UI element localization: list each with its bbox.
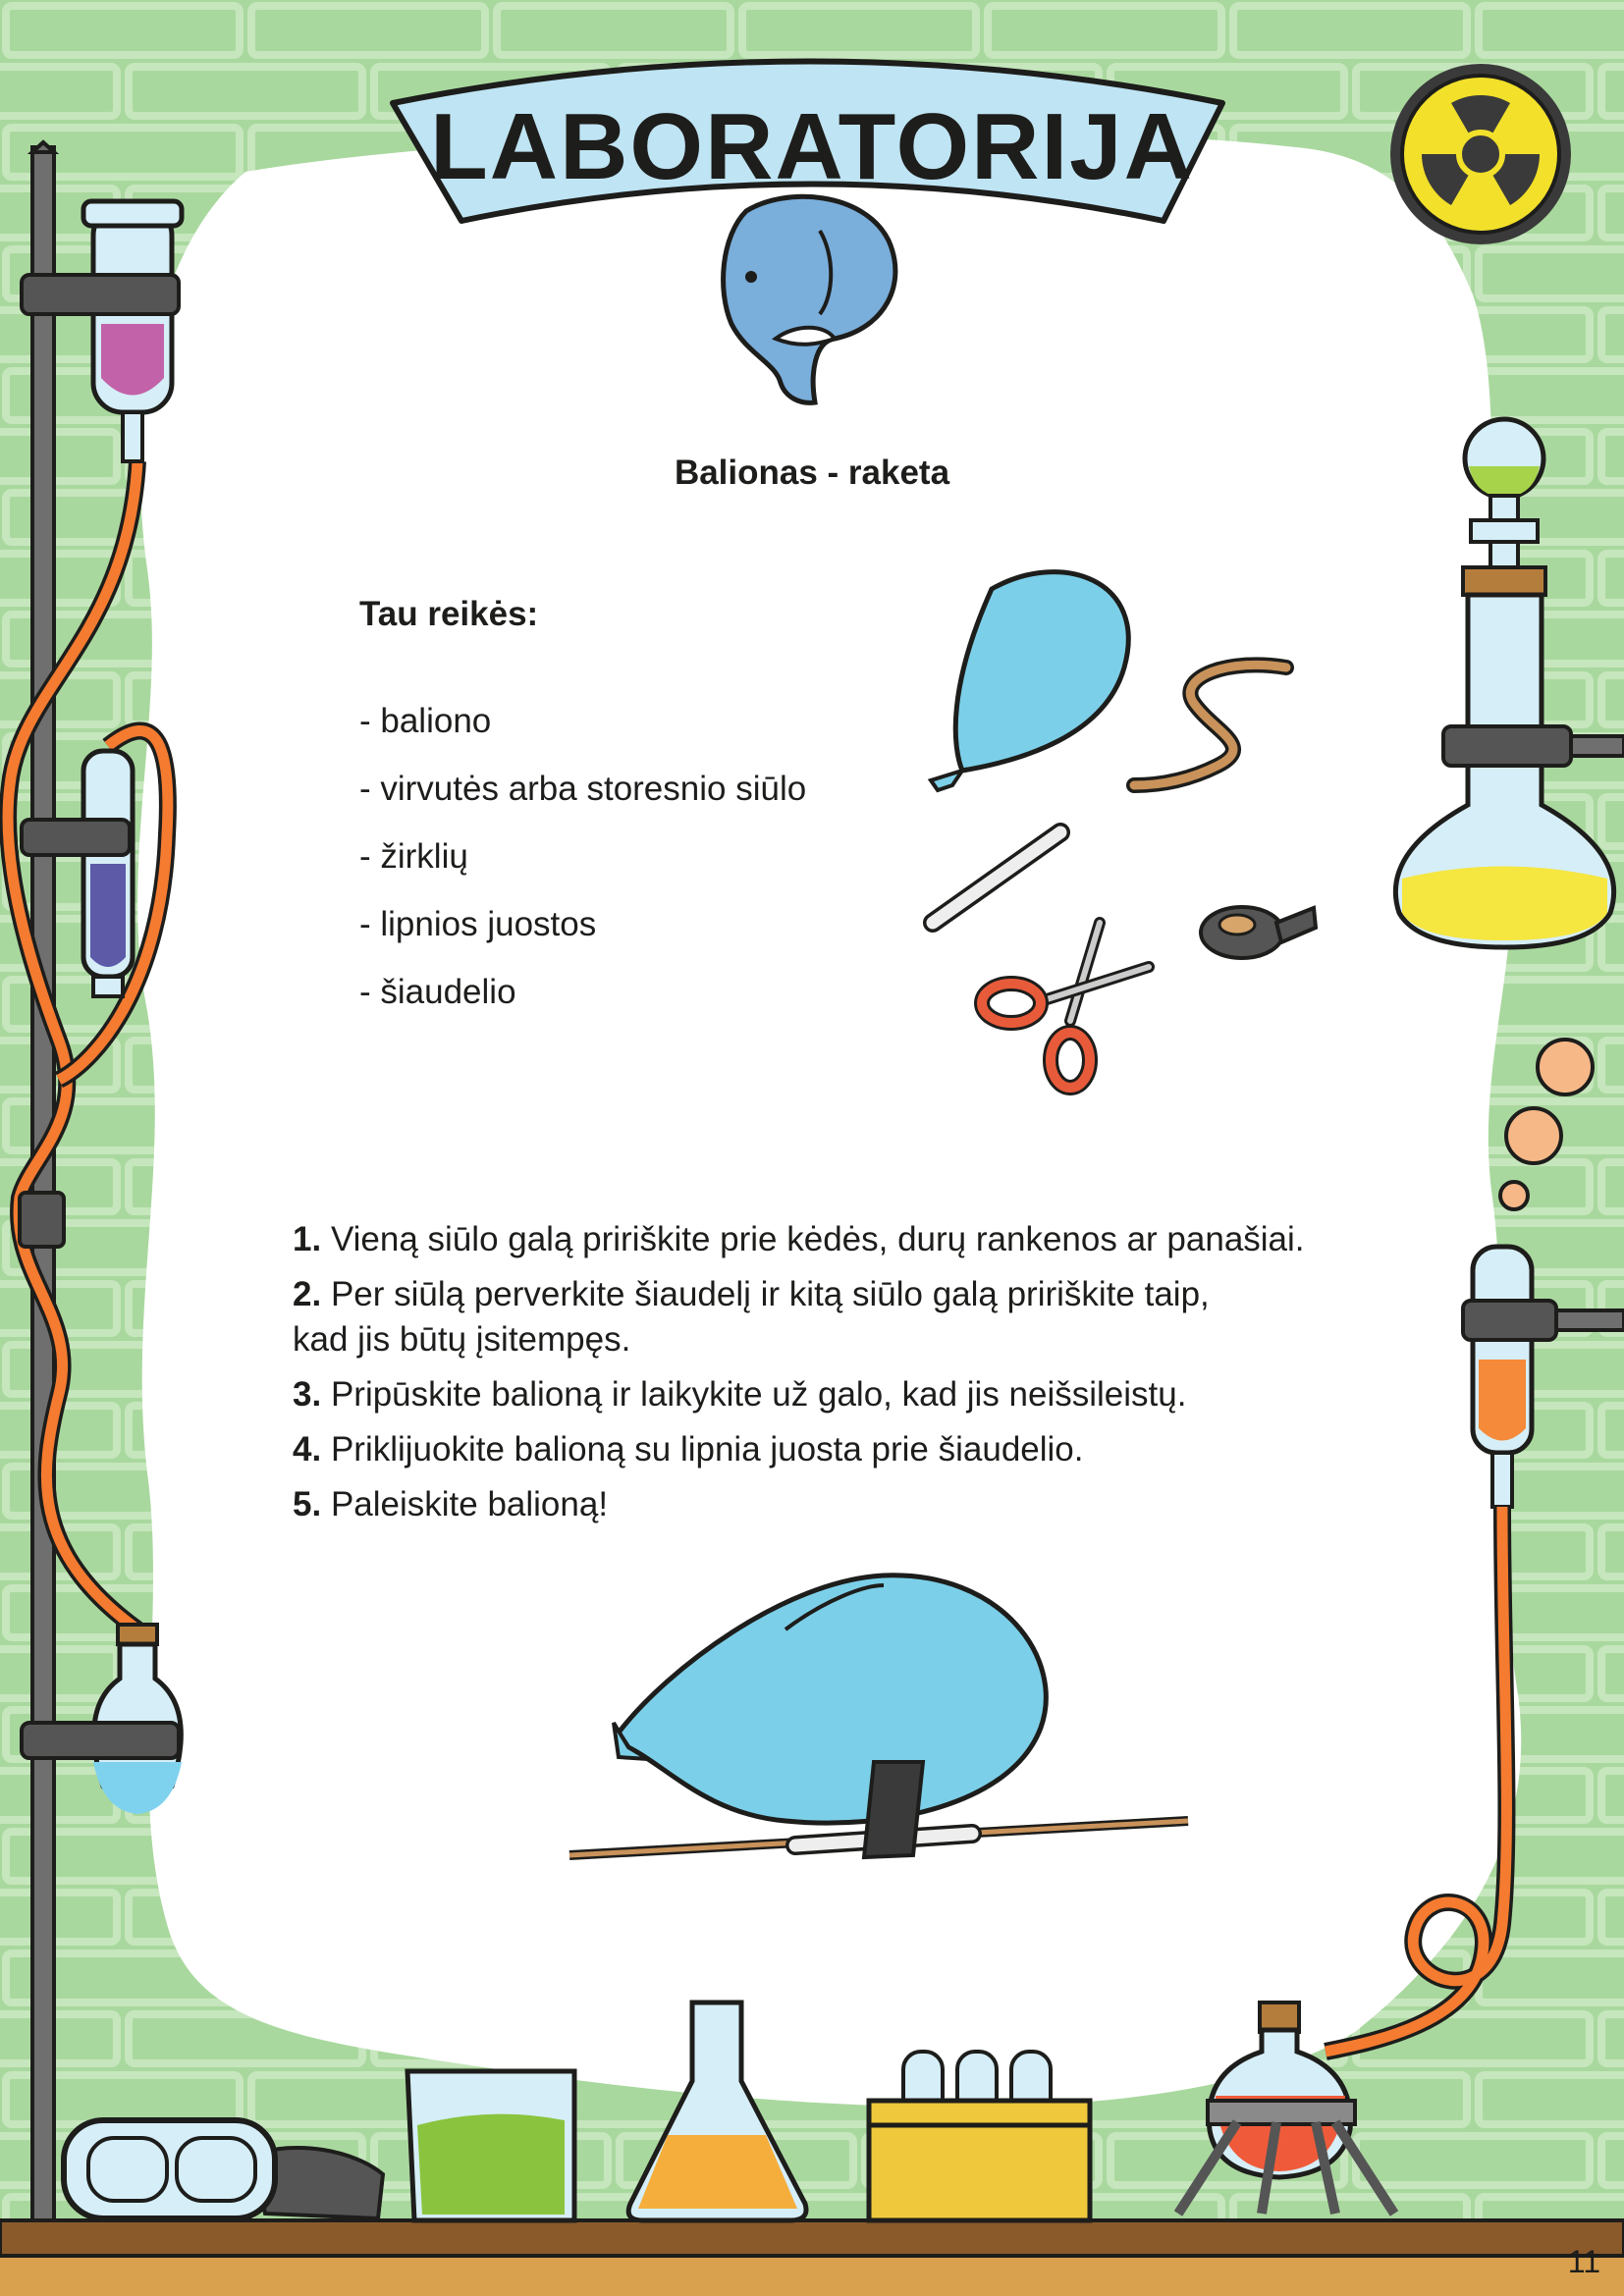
flask-icon bbox=[1392, 416, 1624, 950]
scissors-icon bbox=[974, 917, 1155, 1095]
list-item: - virvutės arba storesnio siūlo bbox=[359, 770, 807, 808]
content-panel bbox=[137, 130, 1522, 2108]
test-tube-icon bbox=[20, 748, 135, 998]
step-number: 2. bbox=[293, 1275, 322, 1313]
step-number: 1. bbox=[293, 1220, 322, 1258]
list-item: - lipnios juostos bbox=[359, 905, 597, 943]
bubbles bbox=[1498, 1038, 1595, 1211]
balloon-icon bbox=[927, 569, 1131, 793]
list-item: - žirklių bbox=[359, 837, 468, 876]
flask-icon bbox=[625, 2000, 809, 2223]
step-text: Paleiskite balioną! bbox=[330, 1485, 609, 1523]
step-item: 2. Per siūlą perverkite šiaudelį ir kitą… bbox=[293, 1272, 1255, 1362]
beaker-icon bbox=[405, 2068, 577, 2223]
step-number: 3. bbox=[293, 1375, 322, 1414]
radiation-icon bbox=[1390, 64, 1571, 244]
step-item: 1. Vieną siūlo galą pririškite prie kėdė… bbox=[293, 1217, 1392, 1262]
step-item: 4. Priklijuokite balioną su lipnia juost… bbox=[293, 1427, 1392, 1472]
burette-icon bbox=[1461, 1244, 1624, 1509]
list-item: - šiaudelio bbox=[359, 973, 516, 1011]
page-number: 11 bbox=[1567, 2244, 1600, 2279]
test-tubes-icon bbox=[866, 2050, 1093, 2223]
needs-label: Tau reikės: bbox=[359, 595, 539, 633]
burette-icon bbox=[20, 198, 185, 463]
elephant-balloon-icon bbox=[721, 193, 898, 405]
balloon-rocket-illustration bbox=[568, 1573, 1189, 1860]
step-item: 5. Paleiskite balioną! bbox=[293, 1482, 1392, 1527]
flask-icon bbox=[20, 1623, 184, 1814]
materials-list: - baliono - virvutės arba storesnio siūl… bbox=[359, 699, 806, 1038]
step-text: Priklijuokite balioną su lipnia juosta p… bbox=[330, 1430, 1084, 1468]
burner-flask-icon bbox=[1173, 2001, 1399, 2216]
steps-list: 1. Vieną siūlo galą pririškite prie kėdė… bbox=[293, 1217, 1392, 1537]
tape-icon bbox=[1199, 905, 1319, 960]
step-number: 5. bbox=[293, 1485, 322, 1523]
page-title: LABORATORIJA bbox=[430, 94, 1194, 199]
goggles-icon bbox=[61, 2117, 386, 2221]
step-text: Pripūskite balioną ir laikykite už galo,… bbox=[330, 1375, 1187, 1414]
step-text: Per siūlą perverkite šiaudelį ir kitą si… bbox=[293, 1275, 1210, 1359]
step-text: Vieną siūlo galą pririškite prie kėdės, … bbox=[330, 1220, 1305, 1258]
list-item: - baliono bbox=[359, 702, 492, 740]
step-item: 3. Pripūskite balioną ir laikykite už ga… bbox=[293, 1372, 1392, 1417]
step-number: 4. bbox=[293, 1430, 322, 1468]
straw-icon bbox=[923, 823, 1070, 933]
activity-title: Balionas - raketa bbox=[674, 454, 950, 492]
title-banner bbox=[390, 58, 1225, 224]
